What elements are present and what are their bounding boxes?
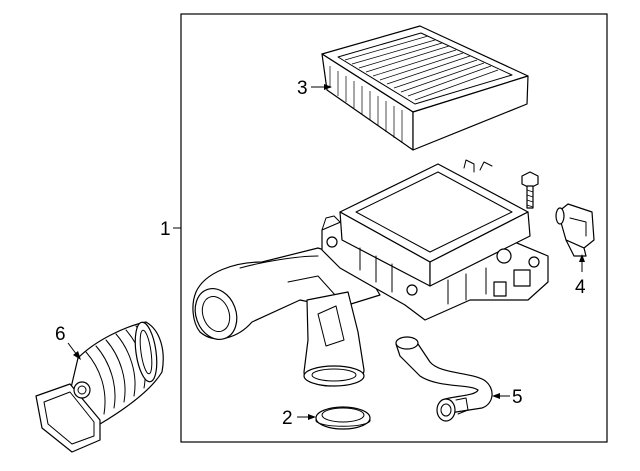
callout-4-label: 4 bbox=[575, 277, 586, 298]
callout-1-label: 1 bbox=[160, 219, 171, 240]
callout-6-label: 6 bbox=[55, 324, 66, 345]
hose-icon[interactable] bbox=[395, 336, 493, 422]
seal-ring-icon[interactable] bbox=[315, 406, 371, 430]
air-cleaner-assembly-icon[interactable] bbox=[188, 159, 549, 387]
bolt-icon bbox=[521, 171, 539, 209]
intake-duct-icon[interactable] bbox=[35, 321, 164, 453]
callout-3-label: 3 bbox=[297, 78, 308, 99]
callout-1[interactable]: 1 bbox=[160, 219, 181, 240]
sensor-icon[interactable] bbox=[555, 203, 595, 257]
air-filter-element-icon[interactable] bbox=[321, 25, 529, 151]
callout-2[interactable]: 2 bbox=[282, 408, 316, 429]
callout-6[interactable]: 6 bbox=[55, 324, 81, 360]
callout-5[interactable]: 5 bbox=[492, 387, 523, 408]
callout-4[interactable]: 4 bbox=[575, 254, 586, 298]
callout-5-label: 5 bbox=[512, 387, 523, 408]
callout-3[interactable]: 3 bbox=[297, 78, 332, 99]
callout-2-label: 2 bbox=[282, 408, 293, 429]
